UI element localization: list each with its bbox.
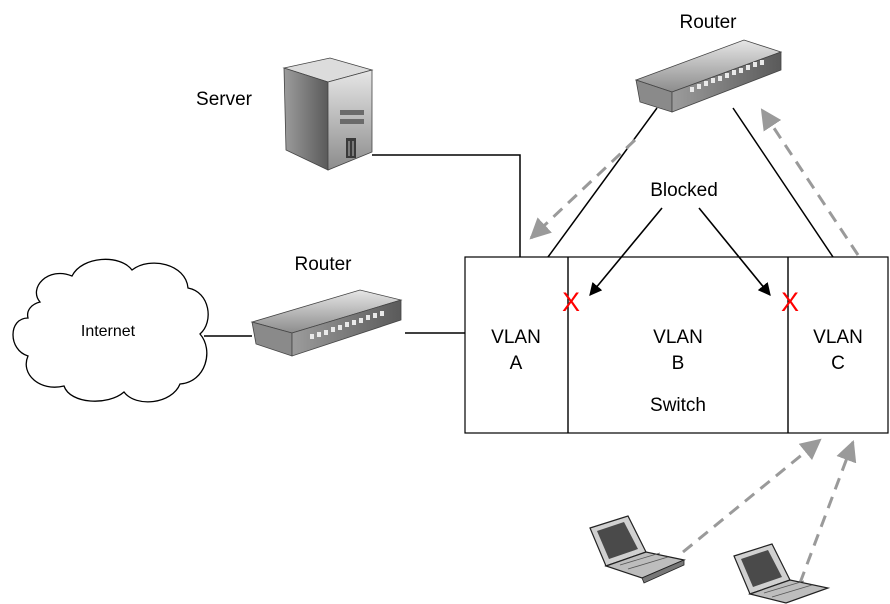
vlan-a-word: VLAN [491,327,541,348]
vlan-a-letter: A [509,353,523,374]
switch-outline [464,256,889,434]
laptop-icon-1 [589,515,686,584]
vlan-b-letter: B [671,353,685,374]
traffic-arrow-vlan-c-to-router [760,108,860,256]
cloud-icon [12,258,209,403]
vlan-b-word: VLAN [653,327,703,348]
traffic-arrows [529,108,860,584]
vlan-b-label: VLAN B [653,325,703,377]
router-to-vlan-a-uplink [547,107,658,258]
switch-box [464,256,889,434]
switch-label: Switch [650,395,706,416]
traffic-arrow-laptop2-to-vlan-c [798,440,857,584]
vlan-c-label: VLAN C [813,325,863,377]
blocked-mark-a-b: X [561,287,581,317]
blocked-label: Blocked [650,180,718,201]
router-icon-left [250,289,403,357]
vlan-a-label: VLAN A [491,325,541,377]
blocked-mark-b-c: X [780,287,800,317]
server-label: Server [196,89,252,110]
router-left-label: Router [294,254,352,275]
server-icon [282,57,374,171]
connections [204,107,834,337]
router-top-label: Router [679,12,737,33]
server-to-vlan-a-link [372,154,521,257]
router-icon-top [634,39,783,113]
internet-label: Internet [80,323,136,340]
blocked-arrow-left [589,207,663,296]
router-to-vlan-c-uplink [732,107,834,258]
traffic-arrow-laptop1-to-vlan-c [682,438,822,554]
laptop-icon-2 [733,543,831,604]
blocked-arrow-right [698,207,771,296]
vlan-c-letter: C [831,353,845,374]
blocked-arrows [589,207,771,296]
traffic-arrow-router-to-vlan-a [529,138,637,240]
vlan-c-word: VLAN [813,327,863,348]
